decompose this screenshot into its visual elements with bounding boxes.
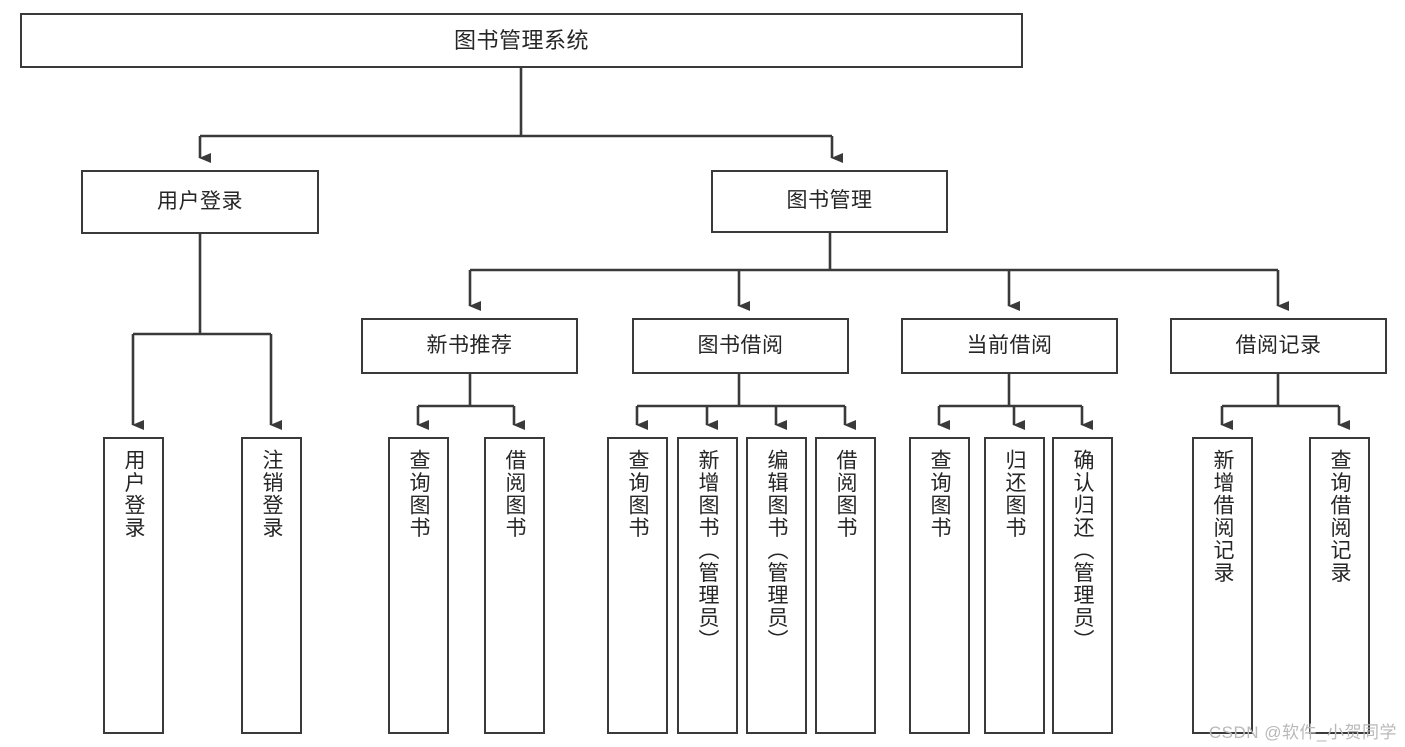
node-label: 确认归还（管理员）	[1071, 449, 1094, 652]
node-current-borrow[interactable]: 当前借阅	[901, 318, 1118, 374]
node-label: 查询图书	[407, 449, 430, 539]
node-leaf-borrow-book[interactable]: 借阅图书	[815, 437, 876, 734]
node-label: 新增借阅记录	[1211, 449, 1234, 584]
node-label: 借阅图书	[834, 449, 857, 539]
node-label: 查询图书	[928, 449, 951, 539]
node-label: 图书借阅	[697, 333, 784, 357]
node-label: 图书管理	[786, 189, 873, 213]
node-label: 用户登录	[157, 189, 243, 213]
node-label: 新增图书（管理员）	[696, 449, 719, 652]
node-user-login[interactable]: 用户登录	[81, 170, 319, 234]
node-leaf-query-book-borrow[interactable]: 查询图书	[607, 437, 668, 734]
node-book-borrow[interactable]: 图书借阅	[632, 318, 849, 374]
node-new-book-recommend[interactable]: 新书推荐	[361, 318, 578, 374]
node-label: 查询图书	[626, 449, 649, 539]
watermark-text: CSDN @软件_小贺同学	[1208, 723, 1397, 742]
node-book-management[interactable]: 图书管理	[711, 170, 948, 233]
node-leaf-user-login[interactable]: 用户登录	[103, 437, 164, 734]
node-leaf-query-book-current[interactable]: 查询图书	[909, 437, 970, 734]
node-leaf-return-book[interactable]: 归还图书	[984, 437, 1045, 734]
node-leaf-add-book-admin[interactable]: 新增图书（管理员）	[677, 437, 738, 734]
node-label: 借阅图书	[503, 449, 526, 539]
node-leaf-query-book-recommend[interactable]: 查询图书	[388, 437, 449, 734]
node-leaf-confirm-return-admin[interactable]: 确认归还（管理员）	[1052, 437, 1113, 734]
node-root-book-management-system[interactable]: 图书管理系统	[20, 13, 1023, 68]
node-label: 查询借阅记录	[1328, 449, 1351, 584]
node-leaf-borrow-book-recommend[interactable]: 借阅图书	[484, 437, 545, 734]
node-label: 新书推荐	[426, 333, 513, 357]
node-leaf-add-borrow-record[interactable]: 新增借阅记录	[1192, 437, 1253, 734]
node-label: 当前借阅	[966, 333, 1053, 357]
node-leaf-query-borrow-record[interactable]: 查询借阅记录	[1309, 437, 1370, 734]
node-label: 用户登录	[122, 449, 145, 539]
node-leaf-edit-book-admin[interactable]: 编辑图书（管理员）	[746, 437, 807, 734]
node-label: 归还图书	[1003, 449, 1026, 539]
node-label: 图书管理系统	[453, 27, 589, 53]
node-leaf-logout[interactable]: 注销登录	[241, 437, 302, 734]
node-borrow-record[interactable]: 借阅记录	[1170, 318, 1387, 374]
node-label: 编辑图书（管理员）	[765, 449, 788, 652]
node-label: 借阅记录	[1235, 333, 1322, 357]
node-label: 注销登录	[260, 449, 283, 539]
